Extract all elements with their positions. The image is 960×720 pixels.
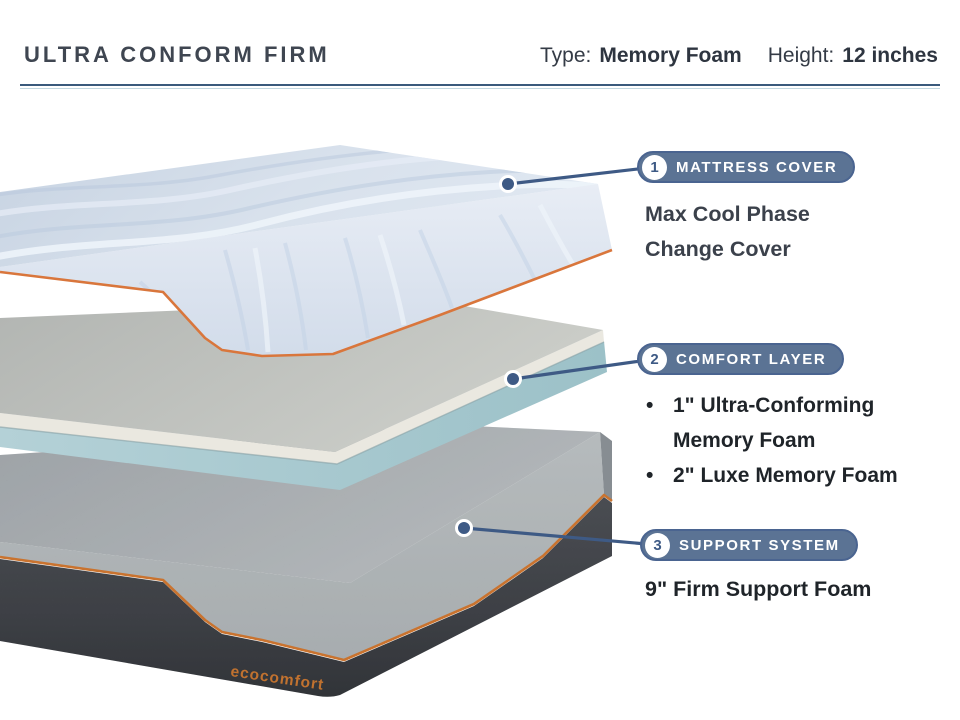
callout-dot-1 (499, 175, 517, 193)
callout-line-3 (463, 526, 659, 547)
cover-front-face (0, 184, 612, 356)
spec-type-label: Type: (539, 44, 592, 67)
comfort-bullet-2: • 2" Luxe Memory Foam (646, 458, 926, 493)
support-foam-right-face (600, 432, 612, 501)
callout-dot-2 (504, 370, 522, 388)
spec-type-value: Memory Foam (599, 44, 742, 67)
badge-comfort-layer: 2 COMFORT LAYER (637, 343, 845, 375)
callout-dot-3 (455, 519, 473, 537)
mattress-cover-description: Max Cool Phase Change Cover (645, 202, 810, 261)
badge-label-1: MATTRESS COVER (676, 158, 838, 176)
header-divider (20, 84, 940, 89)
support-system-description: 9" Firm Support Foam (645, 577, 872, 601)
cover-front-texture (138, 203, 578, 353)
bullet-dot: • (646, 394, 654, 417)
cover-orange-trim (0, 248, 613, 358)
spec-height-label: Height: (767, 44, 835, 67)
badge-label-2: COMFORT LAYER (676, 350, 827, 368)
badge-mattress-cover: 1 MATTRESS COVER (637, 151, 856, 183)
spec-height: Height: 12 inches (768, 44, 938, 68)
page-title: ULTRA CONFORM FIRM (24, 42, 330, 67)
support-orange-piping (0, 493, 613, 662)
callout-line-1 (507, 165, 656, 186)
callout-connectors (455, 165, 659, 547)
badge-support-system: 3 SUPPORT SYSTEM (640, 529, 858, 561)
badge-label-3: SUPPORT SYSTEM (679, 536, 840, 554)
product-specs: Type: Memory Foam Height: 12 inches (540, 44, 938, 68)
comfort-bullet-1: • 1" Ultra-Conforming Memory Foam (646, 388, 926, 458)
badge-number-2: 2 (642, 346, 667, 372)
spec-height-value: 12 inches (842, 44, 938, 67)
badge-number-3: 3 (645, 532, 670, 558)
spec-type: Type: Memory Foam (540, 44, 742, 68)
bullet-dot: • (646, 464, 654, 487)
badge-number-1: 1 (642, 154, 667, 180)
callout-line-2 (512, 357, 656, 381)
comfort-layer-bullets: • 1" Ultra-Conforming Memory Foam • 2" L… (646, 388, 926, 493)
comfort-teal-slab (0, 341, 607, 490)
comfort-gray-top-face (0, 300, 603, 452)
